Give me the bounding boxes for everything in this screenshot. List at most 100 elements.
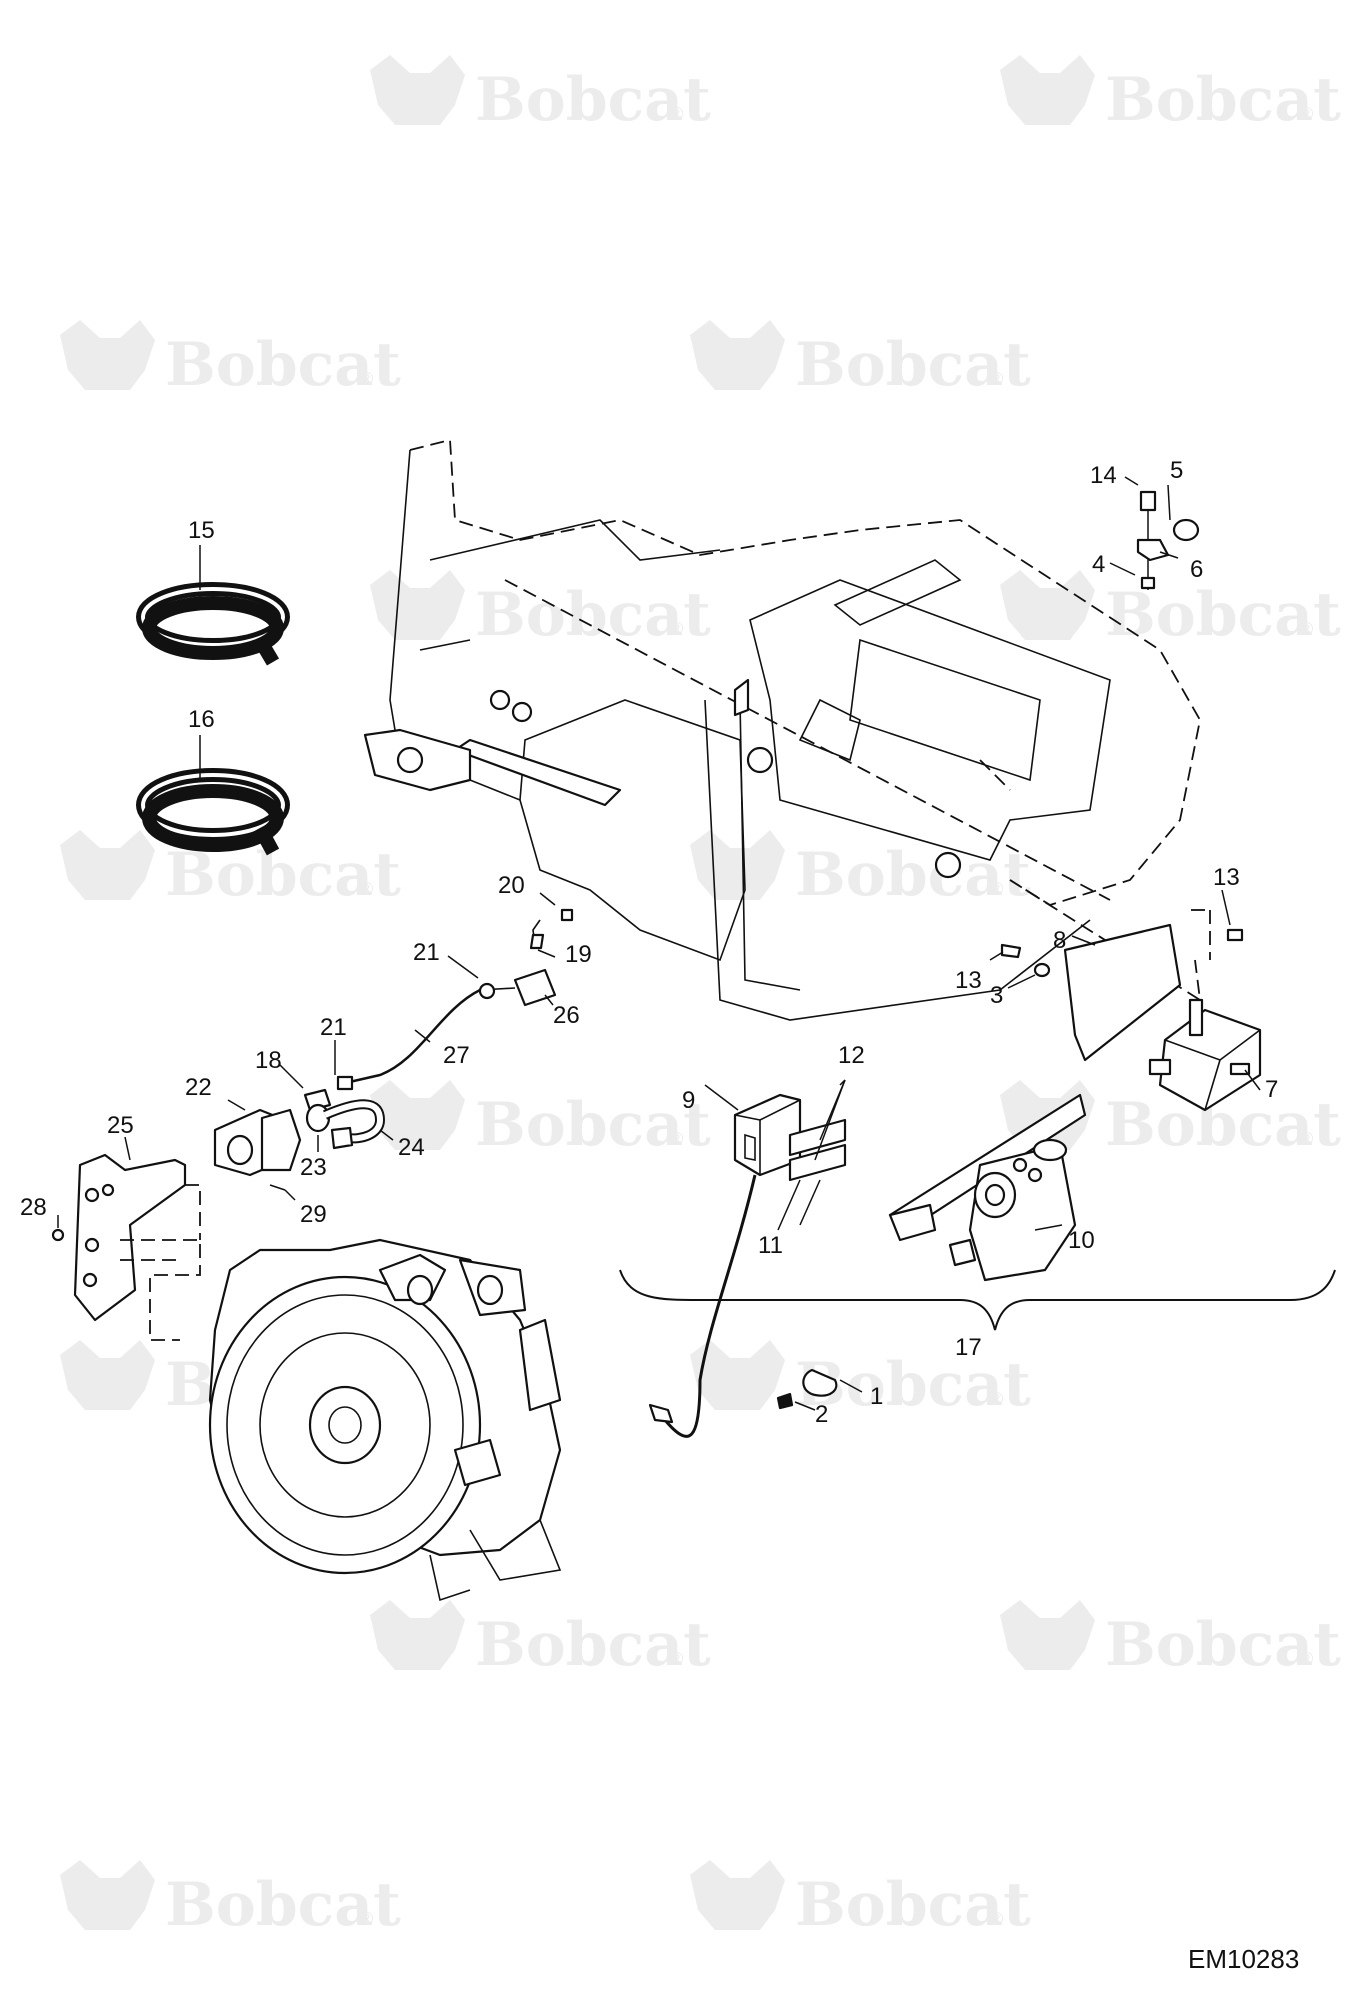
watermark-registered-mark: ® bbox=[670, 1649, 683, 1669]
bobcat-logo-icon bbox=[370, 1600, 465, 1670]
bobcat-logo-icon bbox=[1000, 1600, 1095, 1670]
bobcat-watermark: Bobcat® bbox=[60, 320, 401, 400]
bobcat-watermark: Bobcat® bbox=[370, 1080, 711, 1160]
callout-28: 28 bbox=[20, 1194, 47, 1221]
callout-21-upper: 21 bbox=[413, 939, 440, 966]
switch-assembly-10 bbox=[888, 1093, 1087, 1282]
tie-1 bbox=[802, 1368, 838, 1397]
hose-coil-16 bbox=[136, 768, 290, 856]
bobcat-logo-icon bbox=[690, 320, 785, 390]
relay-9-harness bbox=[648, 1093, 802, 1438]
pin-29 bbox=[269, 1184, 286, 1191]
watermark-registered-mark: ® bbox=[1300, 104, 1313, 124]
group-17-brace bbox=[619, 1269, 1336, 1331]
watermark-brand-text: Bobcat bbox=[795, 1870, 1031, 1940]
sensor-19-20 bbox=[529, 908, 574, 950]
watermark-brand-text: Bobcat bbox=[165, 330, 401, 400]
fastener-13-right bbox=[1191, 909, 1244, 960]
bracket-26 bbox=[478, 968, 557, 1007]
watermark-registered-mark: ® bbox=[990, 369, 1003, 389]
callout-12: 12 bbox=[838, 1042, 865, 1069]
cable-27 bbox=[336, 988, 481, 1091]
fitting-18 bbox=[303, 1088, 332, 1112]
callout-20: 20 bbox=[498, 872, 525, 899]
callout-17: 17 bbox=[955, 1334, 982, 1361]
bobcat-logo-icon bbox=[1000, 55, 1095, 125]
watermark-brand-text: Bobcat bbox=[795, 840, 1031, 910]
bobcat-watermark: Bobcat® bbox=[1000, 570, 1341, 650]
washer-3 bbox=[1033, 962, 1051, 978]
watermark-registered-mark: ® bbox=[990, 1389, 1003, 1409]
watermark-layer: Bobcat®Bobcat®Bobcat®Bobcat®Bobcat®Bobca… bbox=[60, 55, 1341, 1940]
callout-16: 16 bbox=[188, 706, 215, 733]
watermark-brand-text: Bobcat bbox=[475, 65, 711, 135]
bobcat-logo-icon bbox=[60, 1340, 155, 1410]
callout-24: 24 bbox=[398, 1134, 425, 1161]
callout-23: 23 bbox=[300, 1154, 327, 1181]
bobcat-watermark: Bobcat® bbox=[690, 1860, 1031, 1940]
solenoid-22 bbox=[213, 1108, 302, 1177]
bobcat-watermark: Bobcat® bbox=[1000, 1600, 1341, 1680]
watermark-brand-text: Bobcat bbox=[1105, 1090, 1341, 1160]
bobcat-watermark: Bobcat® bbox=[60, 1860, 401, 1940]
bobcat-watermark: Bobcat® bbox=[690, 320, 1031, 400]
watermark-registered-mark: ® bbox=[670, 104, 683, 124]
watermark-brand-text: Bobcat bbox=[475, 580, 711, 650]
bracket-25 bbox=[73, 1153, 187, 1322]
callout-25: 25 bbox=[107, 1112, 134, 1139]
watermark-brand-text: Bobcat bbox=[1105, 65, 1341, 135]
callout-13-right: 13 bbox=[1213, 864, 1240, 891]
fastener-13-left bbox=[1000, 943, 1022, 959]
callout-4: 4 bbox=[1092, 551, 1105, 578]
leader-lines bbox=[57, 476, 1261, 1411]
bobcat-logo-icon bbox=[60, 320, 155, 390]
nut-28 bbox=[51, 1228, 65, 1242]
callout-8: 8 bbox=[1053, 927, 1066, 954]
callout-29: 29 bbox=[300, 1201, 327, 1228]
callout-19: 19 bbox=[565, 941, 592, 968]
callout-22: 22 bbox=[185, 1074, 212, 1101]
watermark-registered-mark: ® bbox=[1300, 619, 1313, 639]
watermark-brand-text: Bobcat bbox=[795, 330, 1031, 400]
hose-coil-15 bbox=[136, 582, 290, 666]
callout-9: 9 bbox=[682, 1087, 695, 1114]
callout-1: 1 bbox=[870, 1383, 883, 1410]
bobcat-watermark: Bobcat® bbox=[370, 570, 711, 650]
bobcat-logo-icon bbox=[370, 570, 465, 640]
callout-15: 15 bbox=[188, 517, 215, 544]
mounting-dash-lines bbox=[120, 1184, 201, 1341]
bobcat-watermark: Bobcat® bbox=[370, 55, 711, 135]
engine-housing bbox=[208, 1238, 562, 1602]
watermark-brand-text: Bobcat bbox=[1105, 1610, 1341, 1680]
hose-23-24 bbox=[305, 1099, 386, 1150]
watermark-registered-mark: ® bbox=[360, 369, 373, 389]
callout-3: 3 bbox=[990, 982, 1003, 1009]
callout-21-lower: 21 bbox=[320, 1014, 347, 1041]
callout-11: 11 bbox=[758, 1232, 783, 1259]
watermark-registered-mark: ® bbox=[990, 879, 1003, 899]
bobcat-logo-icon bbox=[690, 830, 785, 900]
watermark-registered-mark: ® bbox=[990, 1909, 1003, 1929]
watermark-brand-text: Bobcat bbox=[1105, 580, 1341, 650]
watermark-brand-text: Bobcat bbox=[475, 1090, 711, 1160]
watermark-registered-mark: ® bbox=[1300, 1129, 1313, 1149]
watermark-brand-text: Bobcat bbox=[165, 1870, 401, 1940]
drawing-reference-code: EM10283 bbox=[1188, 1944, 1300, 1974]
callout-7: 7 bbox=[1265, 1076, 1278, 1103]
watermark-registered-mark: ® bbox=[1300, 1649, 1313, 1669]
bobcat-logo-icon bbox=[690, 1860, 785, 1930]
screw-2 bbox=[776, 1392, 794, 1410]
control-module-7 bbox=[1063, 923, 1262, 1112]
callout-14: 14 bbox=[1090, 462, 1117, 489]
watermark-registered-mark: ® bbox=[670, 1129, 683, 1149]
bobcat-watermark: Bobcat® bbox=[1000, 55, 1341, 135]
bobcat-logo-icon bbox=[1000, 570, 1095, 640]
watermark-brand-text: Bobcat bbox=[475, 1610, 711, 1680]
callout-2: 2 bbox=[815, 1401, 828, 1428]
callout-26: 26 bbox=[553, 1002, 580, 1029]
callout-labels: 1 2 3 4 5 6 7 8 9 10 11 12 13 13 14 15 1… bbox=[20, 457, 1278, 1428]
bobcat-logo-icon bbox=[60, 1860, 155, 1930]
callout-6: 6 bbox=[1190, 556, 1203, 583]
callout-10: 10 bbox=[1068, 1227, 1095, 1254]
